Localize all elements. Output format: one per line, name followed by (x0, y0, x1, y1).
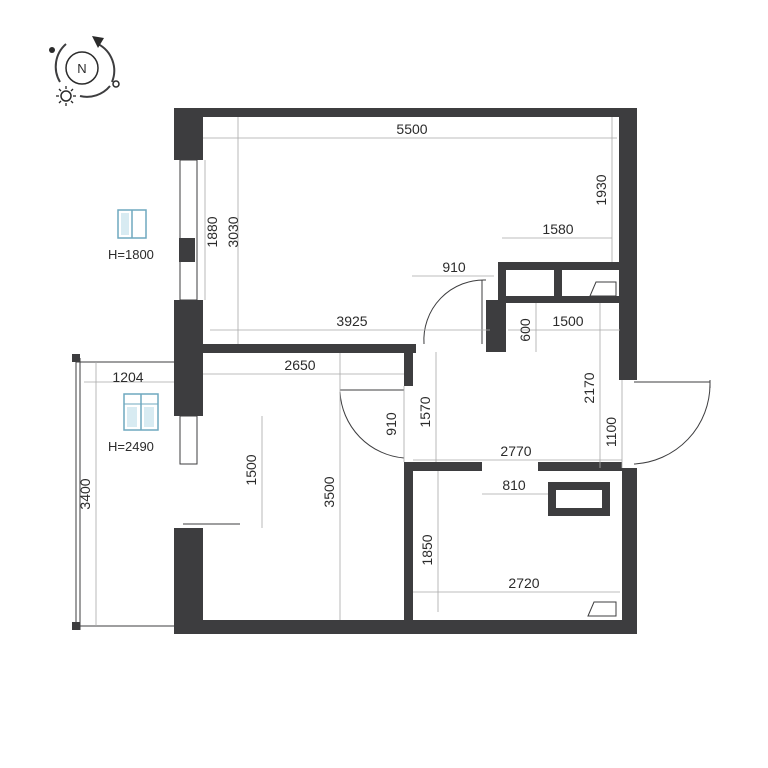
dim-bath-810: 810 (502, 477, 526, 493)
window-height-label: H=1800 (108, 247, 154, 262)
dim-top-right-depth: 1930 (593, 174, 609, 205)
dim-balcony-3400: 3400 (77, 478, 93, 509)
balcony-outline (72, 354, 240, 630)
dim-corr-1570: 1570 (417, 396, 433, 427)
balcony-door-height-label: H=2490 (108, 439, 154, 454)
balcony-door-legend-icon (123, 393, 159, 431)
dim-corridor-3925: 3925 (336, 313, 367, 329)
dim-entry-2170: 2170 (581, 372, 597, 403)
dim-room-1500: 1500 (243, 454, 259, 485)
dim-bath-width: 1580 (542, 221, 573, 237)
doors (339, 279, 711, 617)
dim-room-2650: 2650 (284, 357, 315, 373)
dim-door-910-top: 910 (442, 259, 466, 275)
dim-entry-1100: 1100 (603, 417, 619, 447)
window-legend-icon (117, 209, 147, 239)
sun-icon (56, 86, 76, 106)
dim-corridor-600: 600 (517, 318, 533, 342)
dim-top-width: 5500 (396, 121, 427, 137)
dim-corridor-1500: 1500 (552, 313, 583, 329)
compass-letter: N (77, 61, 86, 76)
dim-corr-910: 910 (383, 412, 399, 436)
dim-bath2-2720: 2720 (508, 575, 539, 591)
dim-hall-2770: 2770 (500, 443, 531, 459)
compass-icon: N (49, 36, 120, 98)
dim-room-3500: 3500 (321, 476, 337, 507)
dim-bath2-1850: 1850 (419, 534, 435, 565)
dimension-lines (84, 117, 623, 626)
walls (174, 108, 637, 634)
dim-left-1880: 1880 (204, 216, 220, 247)
dim-balcony-1204: 1204 (112, 369, 143, 385)
dim-left-3030: 3030 (225, 216, 241, 247)
